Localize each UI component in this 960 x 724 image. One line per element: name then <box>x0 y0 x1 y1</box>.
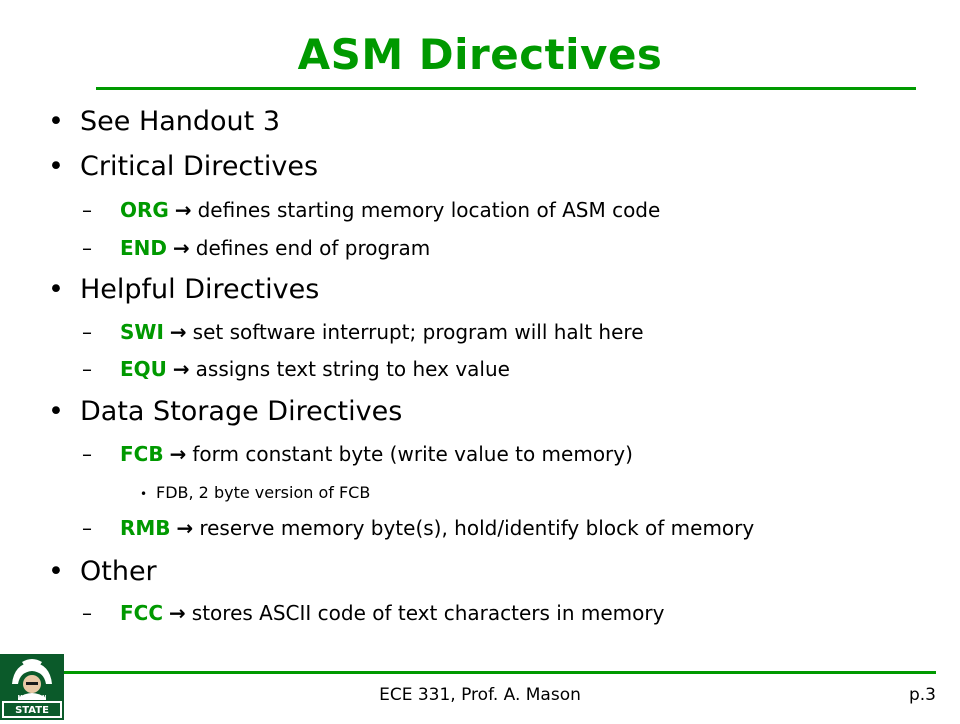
bullet-text: See Handout 3 <box>80 106 281 137</box>
directive-description: reserve memory byte(s), hold/identify bl… <box>199 516 755 540</box>
footer-course: ECE 331, Prof. A. Mason <box>379 685 581 705</box>
bullet-dot: • <box>48 396 64 427</box>
footer-rule <box>64 671 936 674</box>
directive-keyword: EQU <box>120 357 167 381</box>
bullet-helpful-directives: • Helpful Directives <box>48 273 319 307</box>
bullet-dot: • <box>140 487 148 501</box>
dash: – <box>82 357 92 381</box>
slide-title: ASM Directives <box>297 30 663 79</box>
sub-item-fcb: – FCB→form constant byte (write value to … <box>82 441 633 467</box>
footer-page-number: p.3 <box>908 685 936 705</box>
directive-keyword: ORG <box>120 198 169 222</box>
directive-keyword: SWI <box>120 320 164 344</box>
sub-item-swi: – SWI→set software interrupt; program wil… <box>82 319 644 345</box>
svg-text:STATE: STATE <box>15 705 49 716</box>
arrow-right-icon: → <box>173 236 190 260</box>
directive-keyword: RMB <box>120 516 171 540</box>
dash: – <box>82 601 92 625</box>
directive-description: assigns text string to hex value <box>195 357 510 381</box>
bullet-critical-directives: • Critical Directives <box>48 150 318 184</box>
directive-description: defines starting memory location of ASM … <box>197 198 661 222</box>
sub-item-end: – END→defines end of program <box>82 235 430 261</box>
msu-logo: STATE MICHIGAN <box>0 654 64 720</box>
dash: – <box>82 320 92 344</box>
bullet-text: Critical Directives <box>80 151 319 182</box>
directive-description: form constant byte (write value to memor… <box>192 442 633 466</box>
arrow-right-icon: → <box>174 198 192 222</box>
sub-sub-item-fdb: • FDB, 2 byte version of FCB <box>140 482 370 505</box>
bullet-text: FDB, 2 byte version of FCB <box>156 483 371 502</box>
directive-keyword: FCB <box>120 442 164 466</box>
bullet-text: Other <box>80 556 157 587</box>
sub-item-org: – ORG→defines starting memory location of… <box>82 197 660 223</box>
arrow-right-icon: → <box>172 357 190 381</box>
bullet-text: Data Storage Directives <box>80 396 403 427</box>
dash: – <box>82 516 92 540</box>
dash: – <box>82 198 92 222</box>
dash: – <box>82 236 92 260</box>
bullet-dot: • <box>48 556 64 587</box>
bullet-see-handout: • See Handout 3 <box>48 105 280 139</box>
directive-keyword: END <box>120 236 168 260</box>
arrow-right-icon: → <box>169 320 187 344</box>
svg-text:MICHIGAN: MICHIGAN <box>18 695 47 701</box>
bullet-dot: • <box>48 274 64 305</box>
spartan-logo-icon: STATE MICHIGAN <box>0 654 64 720</box>
directive-description: set software interrupt; program will hal… <box>192 320 644 344</box>
bullet-text: Helpful Directives <box>80 274 320 305</box>
bullet-dot: • <box>48 106 64 137</box>
title-underline <box>96 87 916 90</box>
sub-item-equ: – EQU→assigns text string to hex value <box>82 356 510 382</box>
arrow-right-icon: → <box>169 601 186 625</box>
directive-keyword: FCC <box>120 601 164 625</box>
arrow-right-icon: → <box>176 516 194 540</box>
bullet-data-storage-directives: • Data Storage Directives <box>48 395 402 429</box>
arrow-right-icon: → <box>169 442 187 466</box>
dash: – <box>82 442 92 466</box>
bullet-other: • Other <box>48 555 157 589</box>
directive-description: stores ASCII code of text characters in … <box>191 601 665 625</box>
directive-description: defines end of program <box>195 236 431 260</box>
bullet-dot: • <box>48 151 64 182</box>
sub-item-fcc: – FCC→stores ASCII code of text character… <box>82 600 664 626</box>
sub-item-rmb: – RMB→reserve memory byte(s), hold/identi… <box>82 515 754 541</box>
